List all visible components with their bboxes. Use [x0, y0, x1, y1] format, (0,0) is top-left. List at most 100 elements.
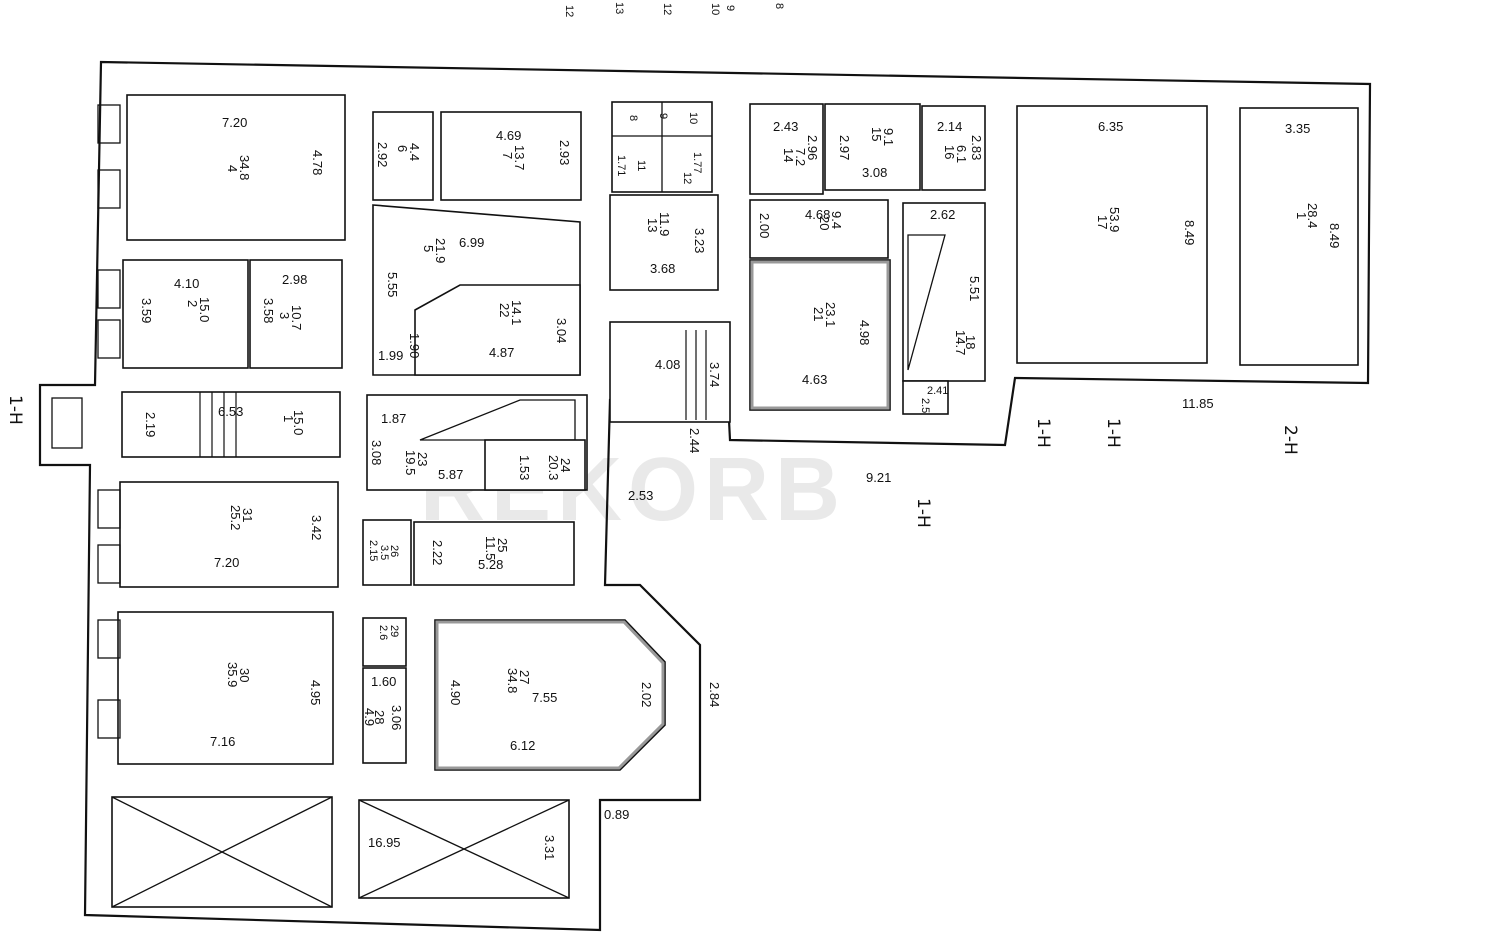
svg-text:19.5: 19.5 — [403, 450, 418, 475]
svg-text:9: 9 — [724, 5, 736, 11]
svg-text:9.21: 9.21 — [866, 470, 891, 485]
room-6 — [372, 111, 434, 201]
svg-text:5.87: 5.87 — [438, 467, 463, 482]
svg-text:30: 30 — [237, 668, 252, 682]
svg-text:3.06: 3.06 — [389, 705, 404, 730]
svg-text:4.90: 4.90 — [448, 680, 463, 705]
room-1-left — [121, 391, 341, 458]
building-outline — [38, 60, 1372, 932]
svg-text:1: 1 — [281, 415, 296, 422]
svg-text:25: 25 — [495, 538, 510, 552]
svg-text:7.16: 7.16 — [210, 734, 235, 749]
room-25 — [413, 521, 575, 586]
svg-text:6.35: 6.35 — [1098, 119, 1123, 134]
svg-text:11.85: 11.85 — [1182, 396, 1214, 411]
svg-text:24: 24 — [558, 458, 573, 472]
room-17 — [1016, 105, 1208, 364]
svg-text:1.53: 1.53 — [517, 455, 532, 480]
svg-text:4.10: 4.10 — [174, 276, 199, 291]
svg-text:8.49: 8.49 — [1327, 223, 1342, 248]
svg-text:9: 9 — [657, 113, 669, 119]
svg-text:3.5: 3.5 — [378, 545, 390, 560]
svg-text:16: 16 — [942, 145, 957, 159]
room-14 — [749, 103, 824, 195]
svg-text:21.9: 21.9 — [433, 238, 448, 263]
windows-left — [97, 104, 121, 739]
axis-mid-a: 1-H — [1033, 418, 1053, 448]
svg-text:53.9: 53.9 — [1107, 207, 1122, 232]
svg-text:22: 22 — [497, 303, 512, 317]
svg-text:29: 29 — [388, 625, 400, 637]
svg-text:1.77: 1.77 — [691, 152, 703, 173]
svg-text:3.58: 3.58 — [261, 298, 276, 323]
room-27 — [434, 619, 666, 771]
svg-text:20: 20 — [817, 216, 832, 230]
room-20 — [749, 199, 889, 259]
svg-text:3.59: 3.59 — [139, 298, 154, 323]
svg-text:2.00: 2.00 — [757, 213, 772, 238]
room-13 — [609, 194, 719, 291]
svg-text:2: 2 — [185, 300, 200, 307]
svg-text:1.99: 1.99 — [378, 348, 403, 363]
svg-text:3.74: 3.74 — [707, 362, 722, 387]
svg-text:2.19: 2.19 — [143, 412, 158, 437]
svg-text:34.8: 34.8 — [237, 155, 252, 180]
svg-text:3.42: 3.42 — [309, 515, 324, 540]
svg-text:12: 12 — [563, 5, 575, 17]
axis-mid-c: 1-H — [913, 498, 933, 528]
svg-text:1.90: 1.90 — [407, 333, 422, 358]
svg-text:2.6: 2.6 — [377, 625, 389, 640]
svg-text:4.08: 4.08 — [655, 357, 680, 372]
svg-text:6.1: 6.1 — [954, 145, 969, 163]
axis-left: 1-H — [5, 395, 25, 425]
svg-text:15.0: 15.0 — [291, 410, 306, 435]
svg-text:4.87: 4.87 — [489, 345, 514, 360]
svg-text:14: 14 — [781, 148, 796, 162]
svg-text:13: 13 — [613, 2, 625, 14]
svg-text:0.89: 0.89 — [604, 807, 629, 822]
svg-text:20.3: 20.3 — [546, 455, 561, 480]
svg-text:10.7: 10.7 — [289, 305, 304, 330]
svg-text:2.96: 2.96 — [805, 135, 820, 160]
svg-text:26: 26 — [388, 545, 400, 557]
svg-text:2.62: 2.62 — [930, 207, 955, 222]
top-marks: 12 13 12 10 9 8 — [563, 2, 785, 17]
svg-text:15: 15 — [869, 127, 884, 141]
svg-text:3.23: 3.23 — [692, 228, 707, 253]
svg-text:11: 11 — [635, 160, 647, 171]
svg-text:4.4: 4.4 — [407, 143, 422, 161]
svg-text:1.71: 1.71 — [615, 155, 627, 176]
svg-text:2.5: 2.5 — [919, 398, 931, 413]
svg-text:4.78: 4.78 — [310, 150, 325, 175]
svg-text:16.95: 16.95 — [368, 835, 401, 850]
svg-text:2.02: 2.02 — [639, 682, 654, 707]
svg-text:7.2: 7.2 — [793, 148, 808, 166]
svg-text:2.98: 2.98 — [282, 272, 307, 287]
svg-text:3.35: 3.35 — [1285, 121, 1310, 136]
room-2 — [122, 259, 249, 369]
svg-text:2.84: 2.84 — [707, 682, 722, 707]
svg-text:27: 27 — [517, 670, 532, 684]
svg-text:3.04: 3.04 — [554, 318, 569, 343]
svg-text:21: 21 — [811, 307, 826, 321]
svg-text:2.22: 2.22 — [430, 540, 445, 565]
room-15 — [824, 103, 921, 191]
room-28 — [362, 667, 407, 764]
svg-text:4.69: 4.69 — [496, 128, 521, 143]
svg-text:5.55: 5.55 — [385, 272, 400, 297]
svg-text:31: 31 — [240, 508, 255, 522]
svg-text:5: 5 — [421, 245, 436, 252]
svg-text:23: 23 — [415, 452, 430, 466]
svg-text:4.63: 4.63 — [802, 372, 827, 387]
room-19b — [902, 380, 949, 415]
room-26 — [362, 519, 412, 586]
svg-text:3.08: 3.08 — [369, 440, 384, 465]
svg-text:1: 1 — [1294, 212, 1309, 219]
svg-text:10: 10 — [709, 3, 721, 15]
svg-text:25.2: 25.2 — [228, 505, 243, 530]
svg-text:17: 17 — [1095, 215, 1110, 229]
svg-text:35.9: 35.9 — [225, 662, 240, 687]
svg-text:4: 4 — [225, 165, 240, 172]
room-16 — [921, 105, 986, 191]
svg-text:5.51: 5.51 — [967, 276, 982, 301]
